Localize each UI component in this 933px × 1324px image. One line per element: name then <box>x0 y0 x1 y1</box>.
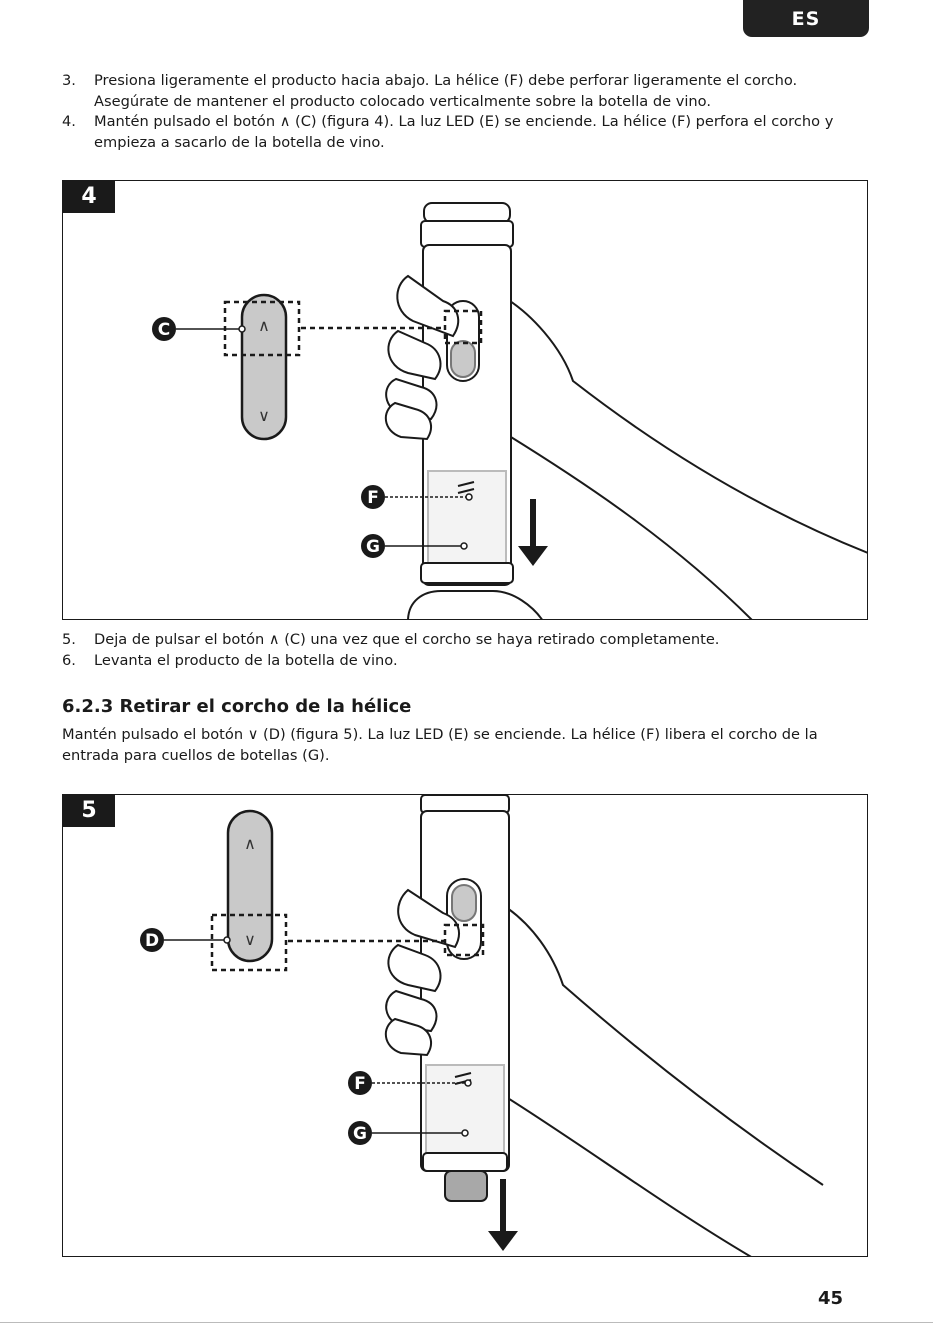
button-panel <box>226 809 274 963</box>
highlight-box-device <box>443 309 483 345</box>
up-arrow-icon: ∧ <box>244 834 256 853</box>
section-paragraph: Mantén pulsado el botón ∨ (D) (figura 5)… <box>62 726 818 764</box>
step-3: 3. Presiona ligeramente el producto haci… <box>62 71 862 113</box>
highlight-box <box>210 913 288 972</box>
callout-g: G <box>366 537 380 557</box>
arm-lower <box>502 1094 752 1256</box>
arm <box>492 290 867 554</box>
step-4: 4. Mantén pulsado el botón ∧ (C) (figura… <box>62 112 862 154</box>
step-number: 5. <box>62 631 76 648</box>
callout-d: D <box>145 931 159 951</box>
device-base <box>422 1152 508 1172</box>
callout-g: G <box>353 1124 367 1144</box>
step-number: 6. <box>62 652 76 669</box>
section-heading: 6.2.3 Retirar el corcho de la hélice <box>62 696 412 717</box>
step-number: 4. <box>62 113 76 130</box>
step-text: Levanta el producto de la botella de vin… <box>94 652 398 669</box>
figure-5-illustration: ∧ ∨ D F G <box>140 795 824 1256</box>
figure-5: 5 ∧ ∨ D F <box>62 794 868 1257</box>
language-tab: ES <box>743 0 869 37</box>
callout-f: F <box>367 488 379 508</box>
finger-3 <box>385 401 432 441</box>
figure-4-illustration: ∧ ∨ C F G <box>152 202 867 619</box>
down-arrow-icon: ∨ <box>258 406 270 425</box>
cork <box>444 1170 488 1202</box>
page-number: 45 <box>818 1288 844 1309</box>
button-panel <box>240 293 288 441</box>
callout-f: F <box>354 1074 366 1094</box>
step-number: 3. <box>62 72 76 89</box>
finger-1 <box>387 943 442 993</box>
figure-number: 4 <box>63 181 115 213</box>
finger-1 <box>387 329 442 381</box>
figure-4: 4 ∧ ∨ <box>62 180 868 620</box>
arm-lower <box>492 425 753 619</box>
step-5: 5. Deja de pulsar el botón ∧ (C) una vez… <box>62 630 862 651</box>
step-text: Deja de pulsar el botón ∧ (C) una vez qu… <box>94 631 720 648</box>
up-arrow-icon: ∧ <box>258 316 270 335</box>
device-ring <box>420 220 514 248</box>
device-window <box>427 470 507 572</box>
device-window <box>425 1064 505 1166</box>
bottle-neck <box>407 590 543 619</box>
step-text: Mantén pulsado el botón ∧ (C) (figura 4)… <box>94 113 834 151</box>
thumb <box>396 274 460 338</box>
figure-number: 5 <box>63 795 115 827</box>
bottom-rule <box>0 1322 933 1323</box>
down-arrow-icon: ∨ <box>244 930 256 949</box>
device-base <box>420 562 514 584</box>
finger-3 <box>385 1017 432 1057</box>
arrow-down-icon <box>518 546 548 566</box>
arrow-down-icon <box>488 1231 518 1251</box>
step-6: 6. Levanta el producto de la botella de … <box>62 651 862 672</box>
arm <box>502 904 824 1186</box>
step-text: Presiona ligeramente el producto hacia a… <box>94 72 798 110</box>
callout-c: C <box>158 320 170 340</box>
